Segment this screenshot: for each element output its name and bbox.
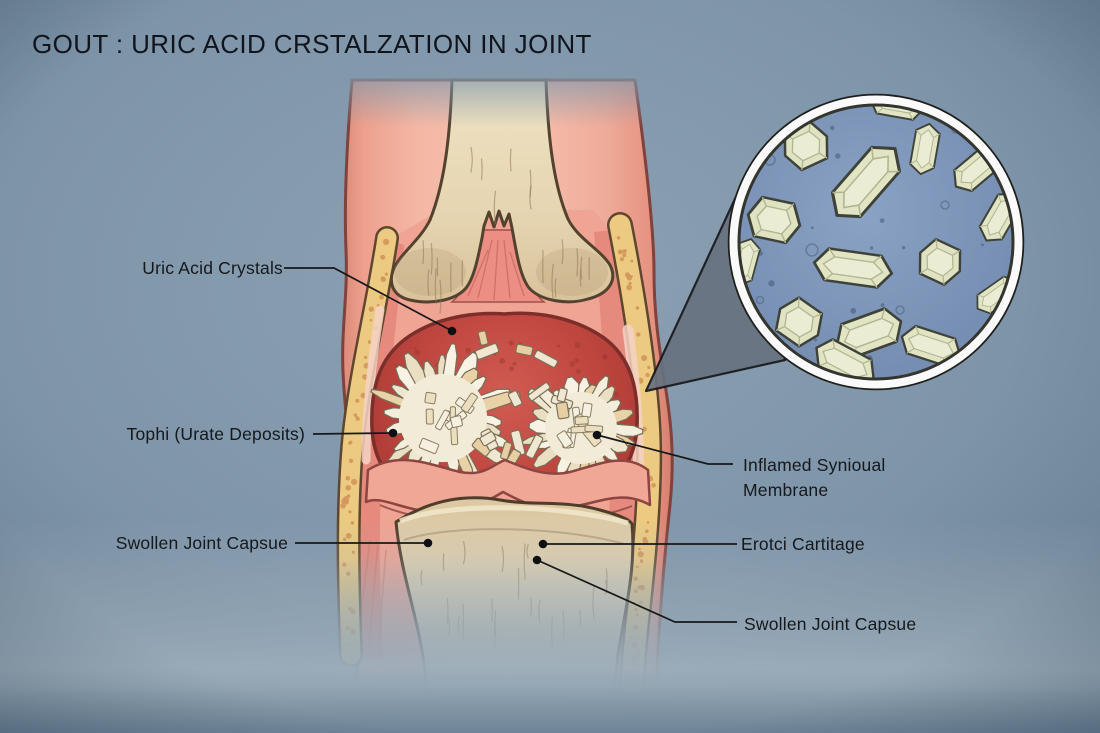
page-title: GOUT : URIC ACID CRSTALZATION IN JOINT [32, 29, 592, 59]
dot-swollen-left [423, 538, 433, 548]
label-tophi: Tophi (Urate Deposits) [126, 424, 305, 444]
label-eroded-cartilage: Erotci Cartitage [741, 534, 865, 554]
leader-uric-acid [284, 267, 453, 332]
label-inflamed-synovial-membrane: Inflamed Synioual Membrane [743, 455, 886, 500]
dot-tophi [388, 428, 398, 438]
callout-dots [388, 326, 602, 565]
label-uric-acid-crystals: Uric Acid Crystals [142, 258, 283, 278]
label-swollen-joint-capsule-left: Swollen Joint Capsue [115, 533, 288, 553]
callout-lines [284, 267, 737, 623]
leader-swollen-right [536, 559, 737, 623]
label-swollen-joint-capsule-right: Swollen Joint Capsue [744, 614, 917, 634]
dot-eroded [538, 539, 548, 549]
leader-tophi [312, 432, 394, 435]
dot-inflamed [592, 430, 602, 440]
dot-swollen-right [532, 555, 542, 565]
dot-uric-acid [447, 326, 457, 336]
leader-inflamed [596, 434, 733, 465]
